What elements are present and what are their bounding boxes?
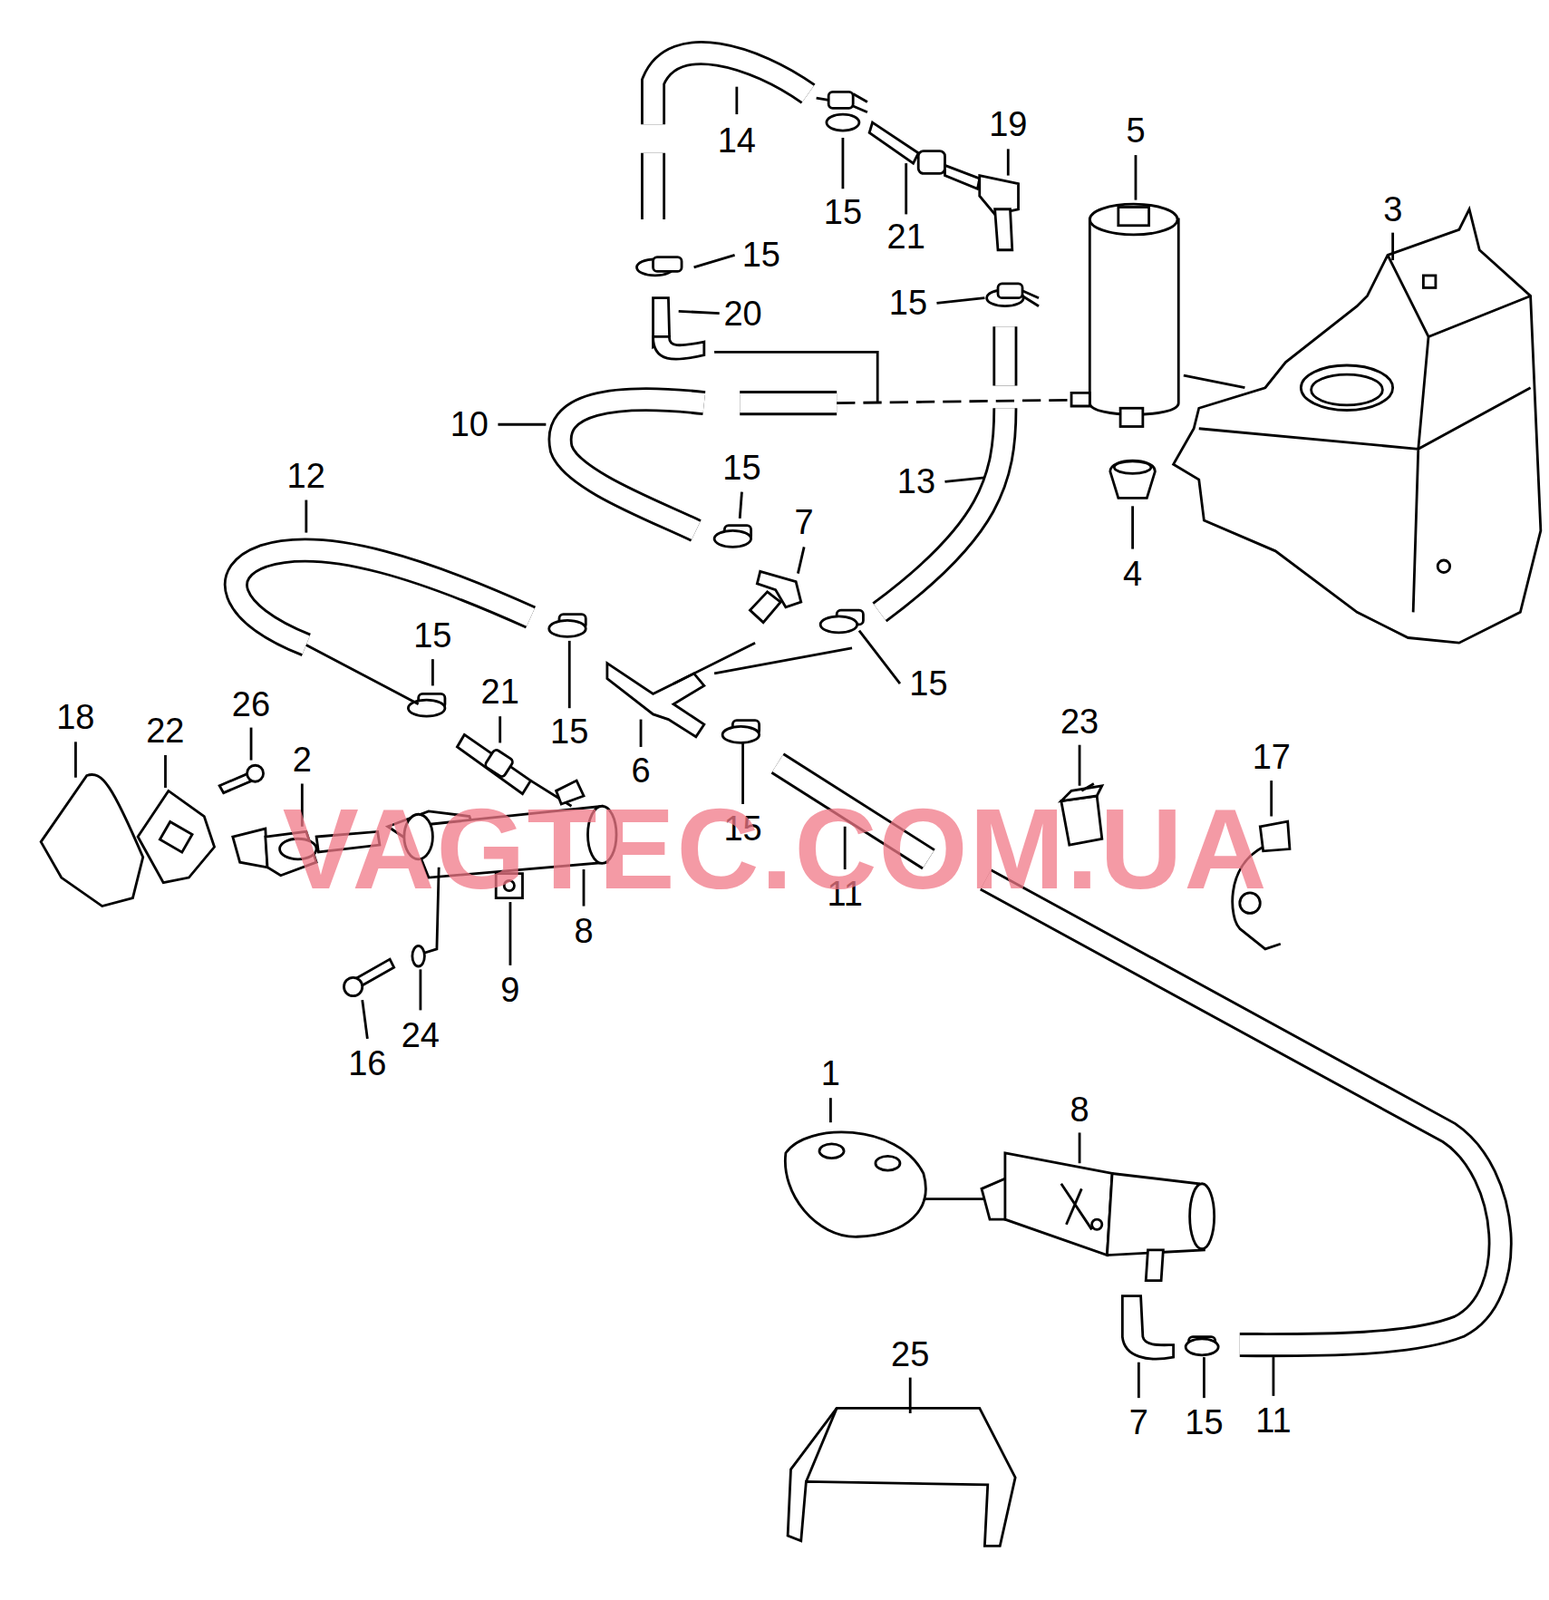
callout-number: 21 — [887, 219, 926, 254]
callout-number: 10 — [450, 406, 489, 442]
callout-number: 9 — [500, 972, 520, 1007]
callout-number: 15 — [742, 237, 781, 272]
callout-number: 13 — [897, 464, 936, 499]
callout-number: 21 — [481, 674, 520, 709]
watermark: VAGTEC.COM.UA — [282, 792, 1269, 907]
callout-number: 8 — [1070, 1092, 1090, 1127]
leader-lines — [75, 87, 1393, 1414]
callout-number: 20 — [723, 296, 762, 331]
callout-number: 15 — [413, 618, 452, 653]
callout-number: 5 — [1125, 113, 1145, 148]
callout-number: 7 — [794, 504, 814, 540]
callout-number: 7 — [1129, 1404, 1149, 1440]
callout-number: 6 — [630, 753, 650, 788]
connectors-and-clips — [306, 91, 1219, 1359]
callout-number: 25 — [890, 1336, 930, 1372]
callout-number: 15 — [1184, 1404, 1223, 1440]
callout-number: 12 — [287, 458, 326, 494]
callout-number: 2 — [292, 742, 312, 777]
callout-number: 3 — [1383, 192, 1403, 227]
callout-number: 19 — [988, 106, 1027, 142]
callout-number: 18 — [56, 699, 95, 735]
hoses — [235, 52, 1501, 1345]
callout-number: 24 — [401, 1017, 440, 1053]
pump — [714, 203, 1179, 426]
washer-nozzle-right — [784, 1132, 1214, 1281]
callout-number: 1 — [821, 1055, 841, 1091]
callout-number: 15 — [889, 285, 928, 320]
tank — [1173, 209, 1541, 643]
callout-number: 17 — [1252, 739, 1291, 775]
callout-number: 23 — [1060, 704, 1099, 739]
callout-number: 8 — [573, 913, 593, 949]
callout-number: 15 — [550, 714, 589, 749]
callout-number: 22 — [145, 713, 184, 748]
callout-number: 15 — [823, 194, 862, 230]
callout-number: 26 — [232, 687, 271, 722]
callout-number: 11 — [1255, 1403, 1291, 1438]
callout-number: 16 — [348, 1045, 387, 1081]
callout-number: 4 — [1123, 556, 1143, 591]
callout-number: 15 — [722, 450, 761, 485]
grommet — [1110, 460, 1156, 498]
callout-number: 15 — [909, 666, 948, 701]
callout-number: 14 — [717, 123, 756, 158]
